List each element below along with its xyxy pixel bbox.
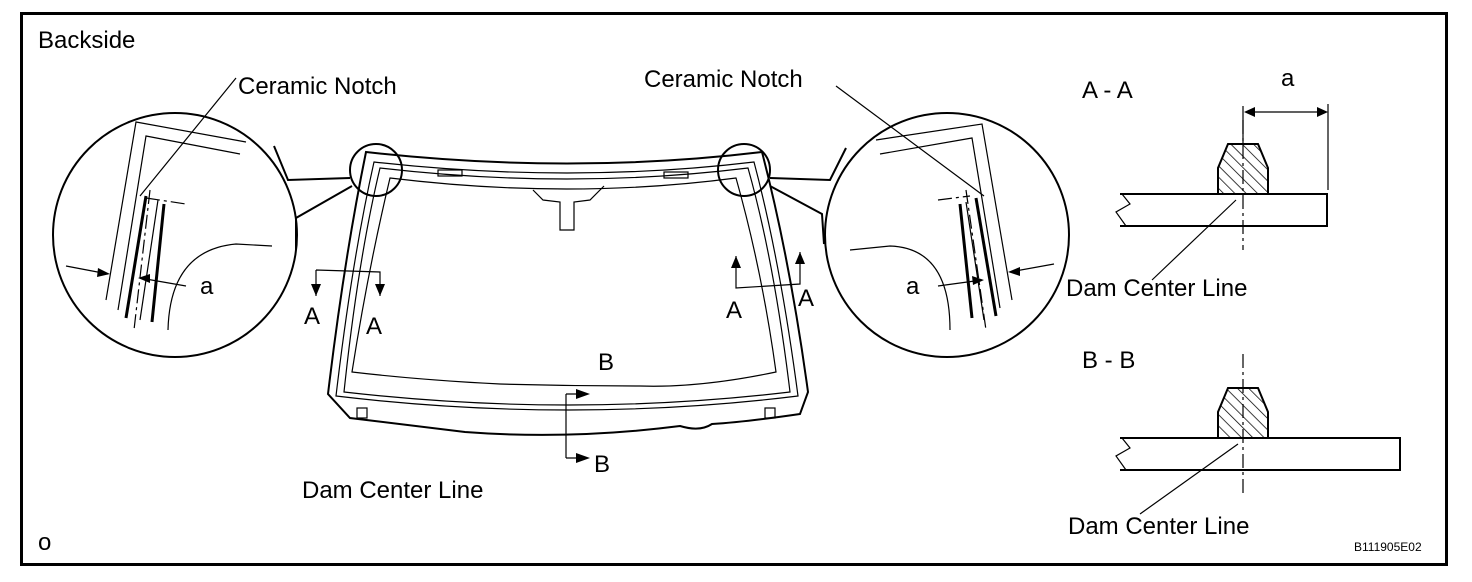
section-marker-a-left bbox=[311, 269, 385, 296]
left-detail-circle bbox=[52, 112, 298, 358]
marker-b-top: B bbox=[598, 349, 614, 376]
marker-a-right-1: A bbox=[726, 297, 742, 324]
dam-center-line-b-label: Dam Center Line bbox=[1068, 513, 1249, 540]
windshield bbox=[273, 143, 847, 436]
section-dimension-a: a bbox=[1281, 65, 1295, 92]
diagram-frame bbox=[20, 12, 1448, 566]
right-dimension-a: a bbox=[906, 273, 920, 300]
corner-mark: o bbox=[38, 529, 51, 556]
section-b-b bbox=[1115, 354, 1401, 515]
right-ceramic-notch-label: Ceramic Notch bbox=[644, 66, 803, 93]
left-ceramic-notch-label: Ceramic Notch bbox=[238, 73, 397, 100]
section-marker-a-right bbox=[731, 252, 805, 289]
dam-center-line-main-label: Dam Center Line bbox=[302, 477, 483, 504]
right-detail-circle bbox=[824, 112, 1070, 358]
section-a-title: A - A bbox=[1082, 77, 1133, 104]
figure-code: B111905E02 bbox=[1354, 540, 1422, 554]
marker-a-right-2: A bbox=[798, 285, 814, 312]
left-dimension-a: a bbox=[200, 273, 214, 300]
dam-center-line-a-label: Dam Center Line bbox=[1066, 275, 1247, 302]
marker-a-left-1: A bbox=[304, 303, 320, 330]
backside-label: Backside bbox=[38, 27, 135, 54]
marker-a-left-2: A bbox=[366, 313, 382, 340]
left-ceramic-notch-leader bbox=[139, 77, 237, 197]
section-marker-b bbox=[565, 389, 590, 463]
marker-b-bottom: B bbox=[594, 451, 610, 478]
section-b-title: B - B bbox=[1082, 347, 1135, 374]
right-ceramic-notch-leader bbox=[835, 85, 985, 197]
section-a-a bbox=[1115, 104, 1329, 281]
